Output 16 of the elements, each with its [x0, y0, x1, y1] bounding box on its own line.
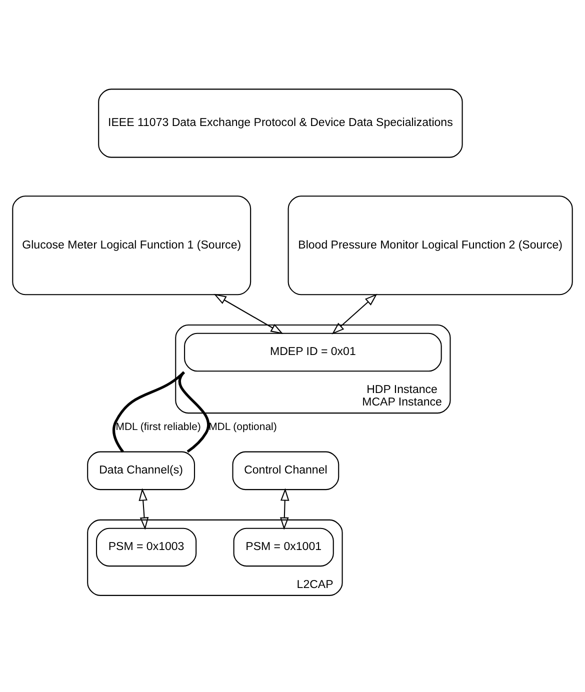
connector — [178, 370, 210, 452]
edge-label: MDL (first reliable) — [116, 421, 201, 432]
node-box: Control Channel — [232, 450, 340, 490]
arrow — [332, 293, 378, 334]
node-box: Glucose Meter Logical Function 1 (Source) — [12, 195, 252, 295]
node-box: MDEP ID = 0x01 — [184, 332, 442, 372]
node-box: IEEE 11073 Data Exchange Protocol & Device Data Specializations — [98, 88, 463, 158]
edge-label: MDL (optional) — [208, 421, 277, 432]
connector — [112, 370, 185, 452]
arrow — [280, 488, 290, 530]
arrow — [138, 488, 149, 530]
node-box: Data Channel(s) — [87, 450, 196, 490]
node-box: Blood Pressure Monitor Logical Function 2 (Source) — [288, 195, 573, 295]
node-box: PSM = 0x1003 — [96, 527, 197, 566]
arrow — [214, 293, 284, 334]
node-box: PSM = 0x1001 — [233, 527, 334, 566]
